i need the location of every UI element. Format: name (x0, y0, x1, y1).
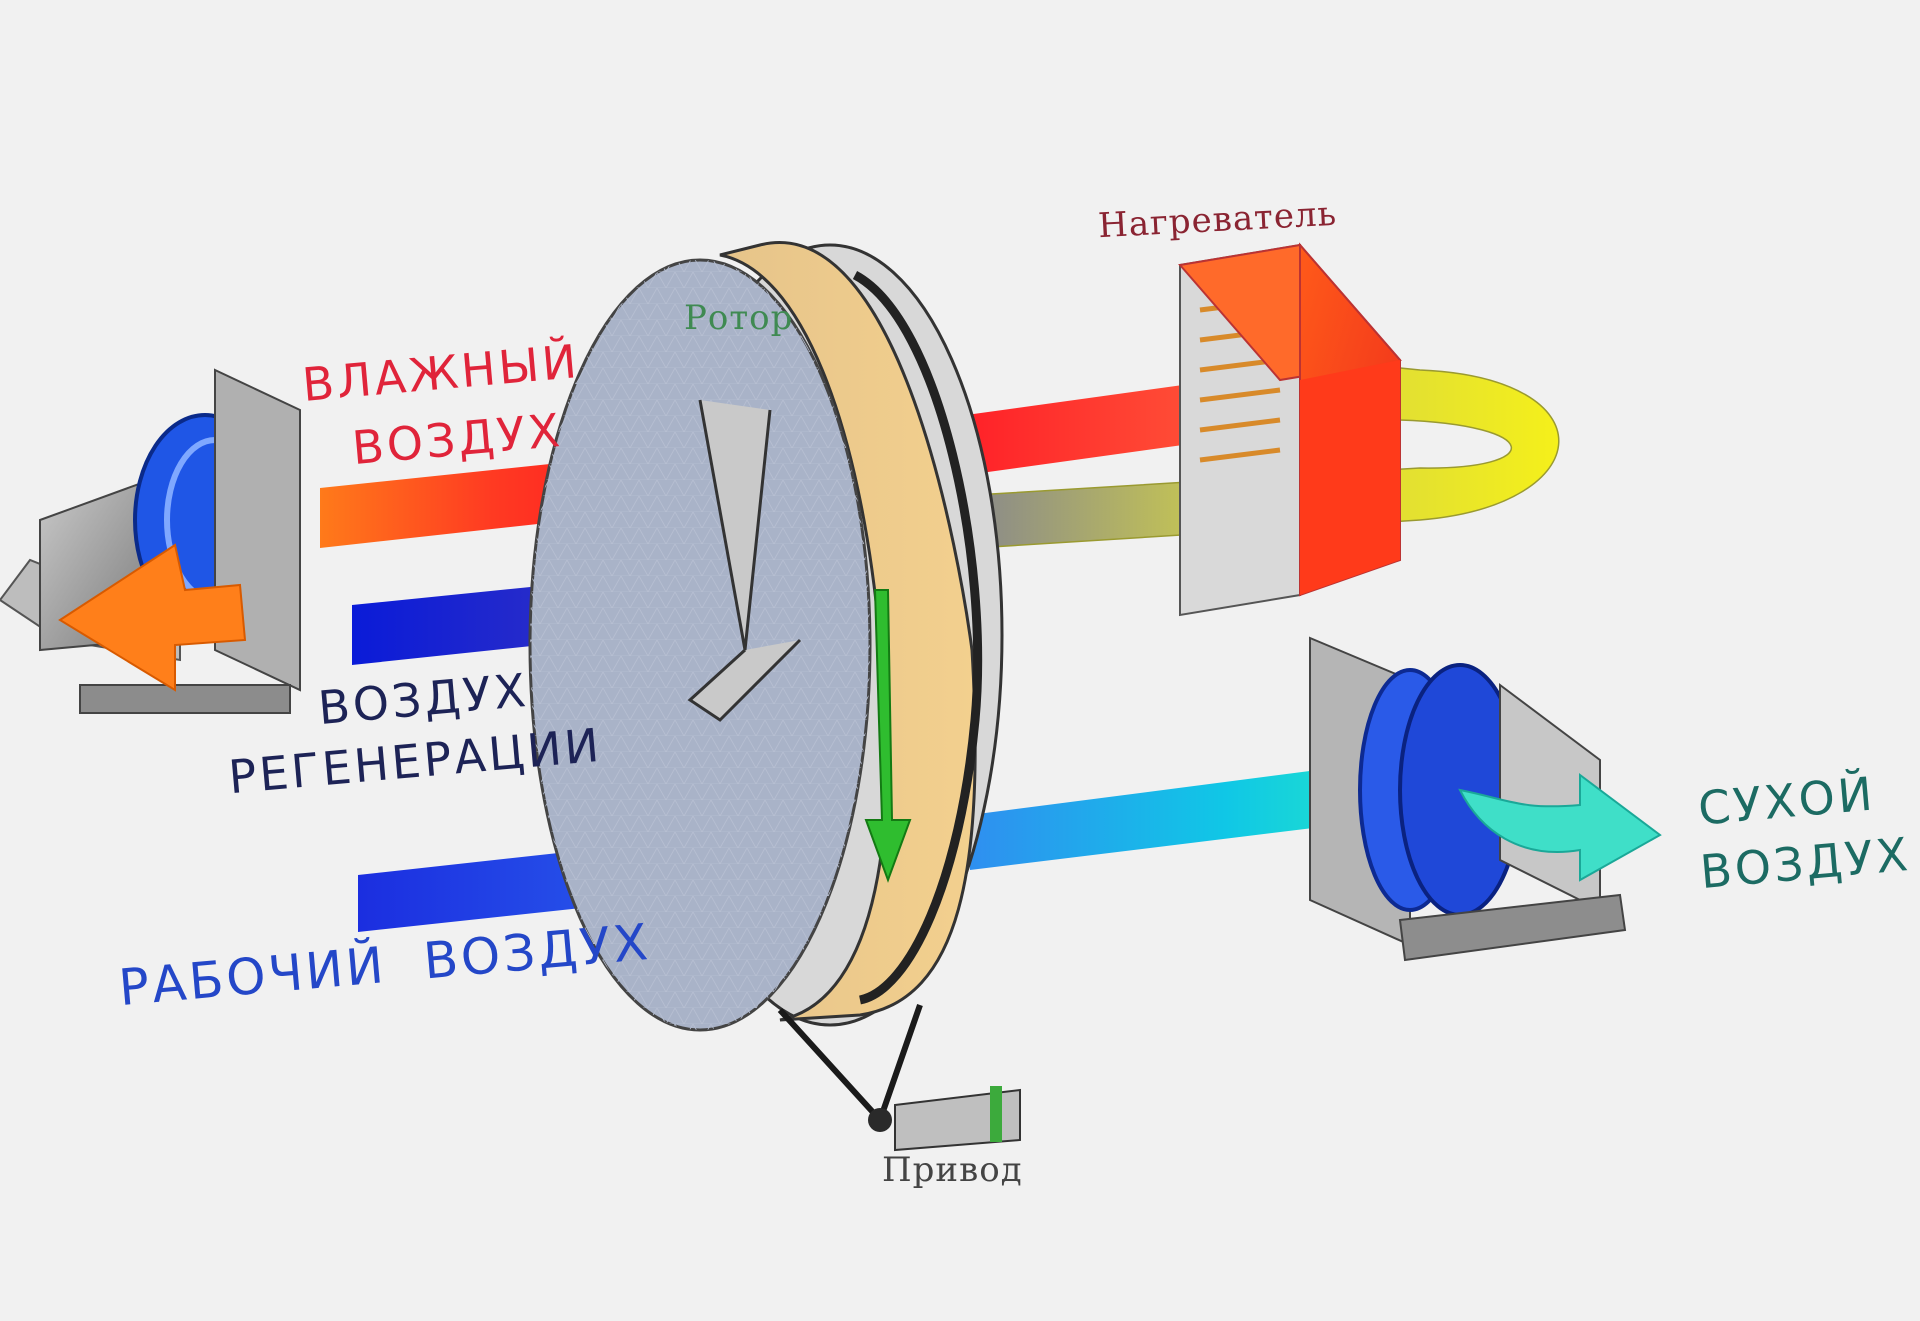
regen-return-loop-band (974, 367, 1560, 549)
rotation-arrow-icon (864, 589, 912, 883)
dry-air-arrow-icon (1458, 773, 1662, 882)
heater-coil-icon (1178, 242, 1402, 617)
desiccant-rotor-wheel (528, 241, 1004, 1032)
right-fan-icon (1309, 636, 1662, 962)
drive-label: Привод (882, 1150, 1023, 1190)
left-fan-icon (0, 368, 301, 714)
drive-motor-icon (777, 1004, 1021, 1152)
hot-air-stream (930, 375, 1255, 480)
rotor-label: Ротор (684, 298, 794, 338)
dry-air-stream-out (970, 760, 1395, 870)
